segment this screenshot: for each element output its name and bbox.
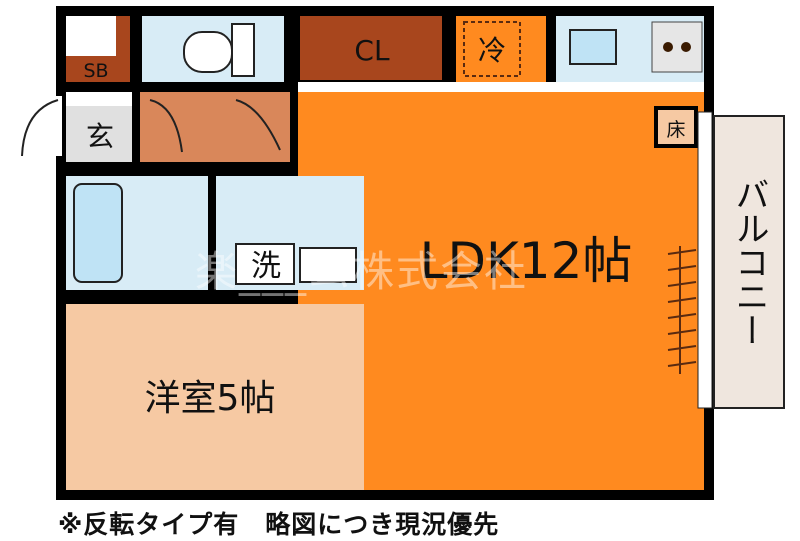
window-hatching (667, 246, 697, 374)
toilet-icon (183, 31, 233, 73)
front-door-swing (21, 99, 59, 157)
refrigerator-space (456, 16, 546, 82)
entrance-step (66, 92, 132, 106)
hallway (140, 92, 290, 162)
balcony-label: バルコニー (729, 177, 769, 347)
refrigerator-label: 冷 (478, 34, 506, 67)
western-room-label: 洋室5帖 (145, 378, 276, 419)
ldk-room (298, 92, 704, 490)
washer-pan (235, 243, 295, 285)
entrance-label: 玄 (86, 120, 114, 153)
front-door-area (18, 96, 62, 156)
floor-storage (654, 106, 698, 148)
closet (300, 16, 442, 80)
washer-label: 洗 (251, 249, 281, 284)
shoe-box-label: SB (83, 60, 108, 82)
door-swing (235, 99, 281, 151)
footnote: ※反転タイプ有 略図につき現況優先 (58, 510, 500, 539)
closet-label: CL (354, 34, 390, 67)
ldk-label: LDK12帖 (420, 232, 633, 290)
burner-icon (663, 42, 673, 52)
stove-panel (651, 21, 703, 73)
washbasin-icon (299, 247, 357, 283)
door-swing (149, 99, 183, 153)
toilet-tank-icon (231, 23, 255, 77)
kitchen-window-strip (298, 82, 704, 92)
refrigerator-outline (463, 21, 521, 77)
shoe-box-top (66, 16, 116, 56)
balcony (713, 115, 785, 409)
sink-icon (569, 29, 617, 65)
floor-storage-label: 床 (666, 119, 685, 141)
burner-icon (681, 42, 691, 52)
balcony-window (697, 111, 713, 409)
western-room (66, 304, 364, 490)
bathtub-icon (73, 183, 123, 283)
